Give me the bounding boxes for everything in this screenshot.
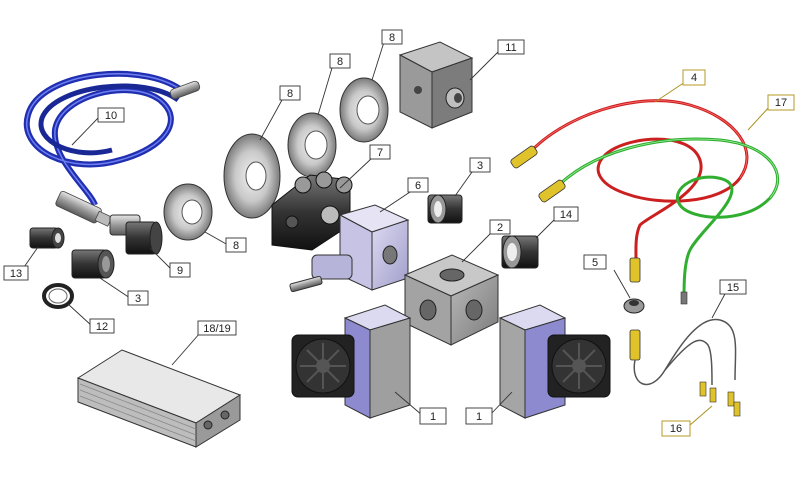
filter-ring-2 <box>223 133 281 219</box>
callout-13: 13 <box>3 246 39 281</box>
label-8-third: 8 <box>337 56 343 68</box>
label-7: 7 <box>377 147 383 159</box>
label-3-top: 3 <box>477 160 483 172</box>
callout-5: 5 <box>583 254 631 299</box>
collimator-adapter <box>109 214 163 255</box>
callout-15: 15 <box>711 279 747 319</box>
lens-tube-right <box>501 235 539 269</box>
main-optical-cube <box>403 254 500 346</box>
lavender-mount-block <box>289 204 410 293</box>
filter-ring-4 <box>339 77 389 143</box>
callout-8-top: 8 <box>371 29 403 81</box>
callout-12: 12 <box>67 303 115 334</box>
lens-tube-top <box>427 194 463 224</box>
callout-11: 11 <box>469 39 525 81</box>
hex-nut <box>623 298 645 314</box>
label-3-left: 3 <box>135 293 141 305</box>
bifurcated-fiber-cable <box>629 318 737 386</box>
label-14: 14 <box>560 209 572 221</box>
label-8-bottom: 8 <box>233 240 239 252</box>
callout-4: 4 <box>654 69 706 103</box>
label-9: 9 <box>177 265 183 277</box>
label-5: 5 <box>592 257 598 269</box>
label-2: 2 <box>497 222 503 234</box>
red-fiber-cable <box>510 99 749 283</box>
label-13: 13 <box>10 268 22 280</box>
callout-6: 6 <box>379 177 429 213</box>
filter-ring-3 <box>287 112 337 178</box>
callout-3-top: 3 <box>454 157 491 197</box>
label-16: 16 <box>670 423 682 435</box>
small-connector <box>29 227 65 249</box>
callout-3-left: 3 <box>99 277 149 306</box>
callout-7: 7 <box>339 144 391 189</box>
lens-tube-left <box>71 249 115 279</box>
callout-9: 9 <box>149 247 191 278</box>
callout-17: 17 <box>747 94 795 131</box>
beam-splitter-cube-top <box>398 41 474 129</box>
label-18-19: 18/19 <box>203 323 231 335</box>
callout-10: 10 <box>71 107 125 146</box>
callout-8-second: 8 <box>259 85 301 141</box>
label-17: 17 <box>775 97 787 109</box>
blue-fiber-cable <box>23 70 201 227</box>
callout-2: 2 <box>461 219 511 263</box>
callout-16: 16 <box>661 405 713 437</box>
filter-ring-1 <box>163 183 213 241</box>
callout-1-left: 1 <box>394 391 447 425</box>
electronics-enclosure <box>76 349 242 448</box>
green-fiber-cable <box>538 137 780 305</box>
label-15: 15 <box>727 282 739 294</box>
retaining-ring <box>42 283 74 309</box>
label-1-right: 1 <box>476 411 482 423</box>
label-6: 6 <box>415 180 421 192</box>
label-11: 11 <box>505 42 516 54</box>
callout-14: 14 <box>535 206 579 239</box>
filter-holder-block <box>271 171 353 251</box>
fiber-tips <box>699 381 741 417</box>
label-8-second: 8 <box>287 88 293 100</box>
label-8-top: 8 <box>389 32 395 44</box>
label-1-left: 1 <box>430 411 436 423</box>
callout-8-bottom: 8 <box>204 231 247 253</box>
callout-8-third: 8 <box>317 53 351 116</box>
callout-18-19: 18/19 <box>171 320 237 366</box>
callout-1-right: 1 <box>465 391 513 425</box>
label-4: 4 <box>691 72 697 84</box>
label-10: 10 <box>105 110 117 122</box>
detector-unit-right <box>498 304 611 419</box>
label-12: 12 <box>96 321 108 333</box>
detector-unit-left <box>291 304 412 419</box>
